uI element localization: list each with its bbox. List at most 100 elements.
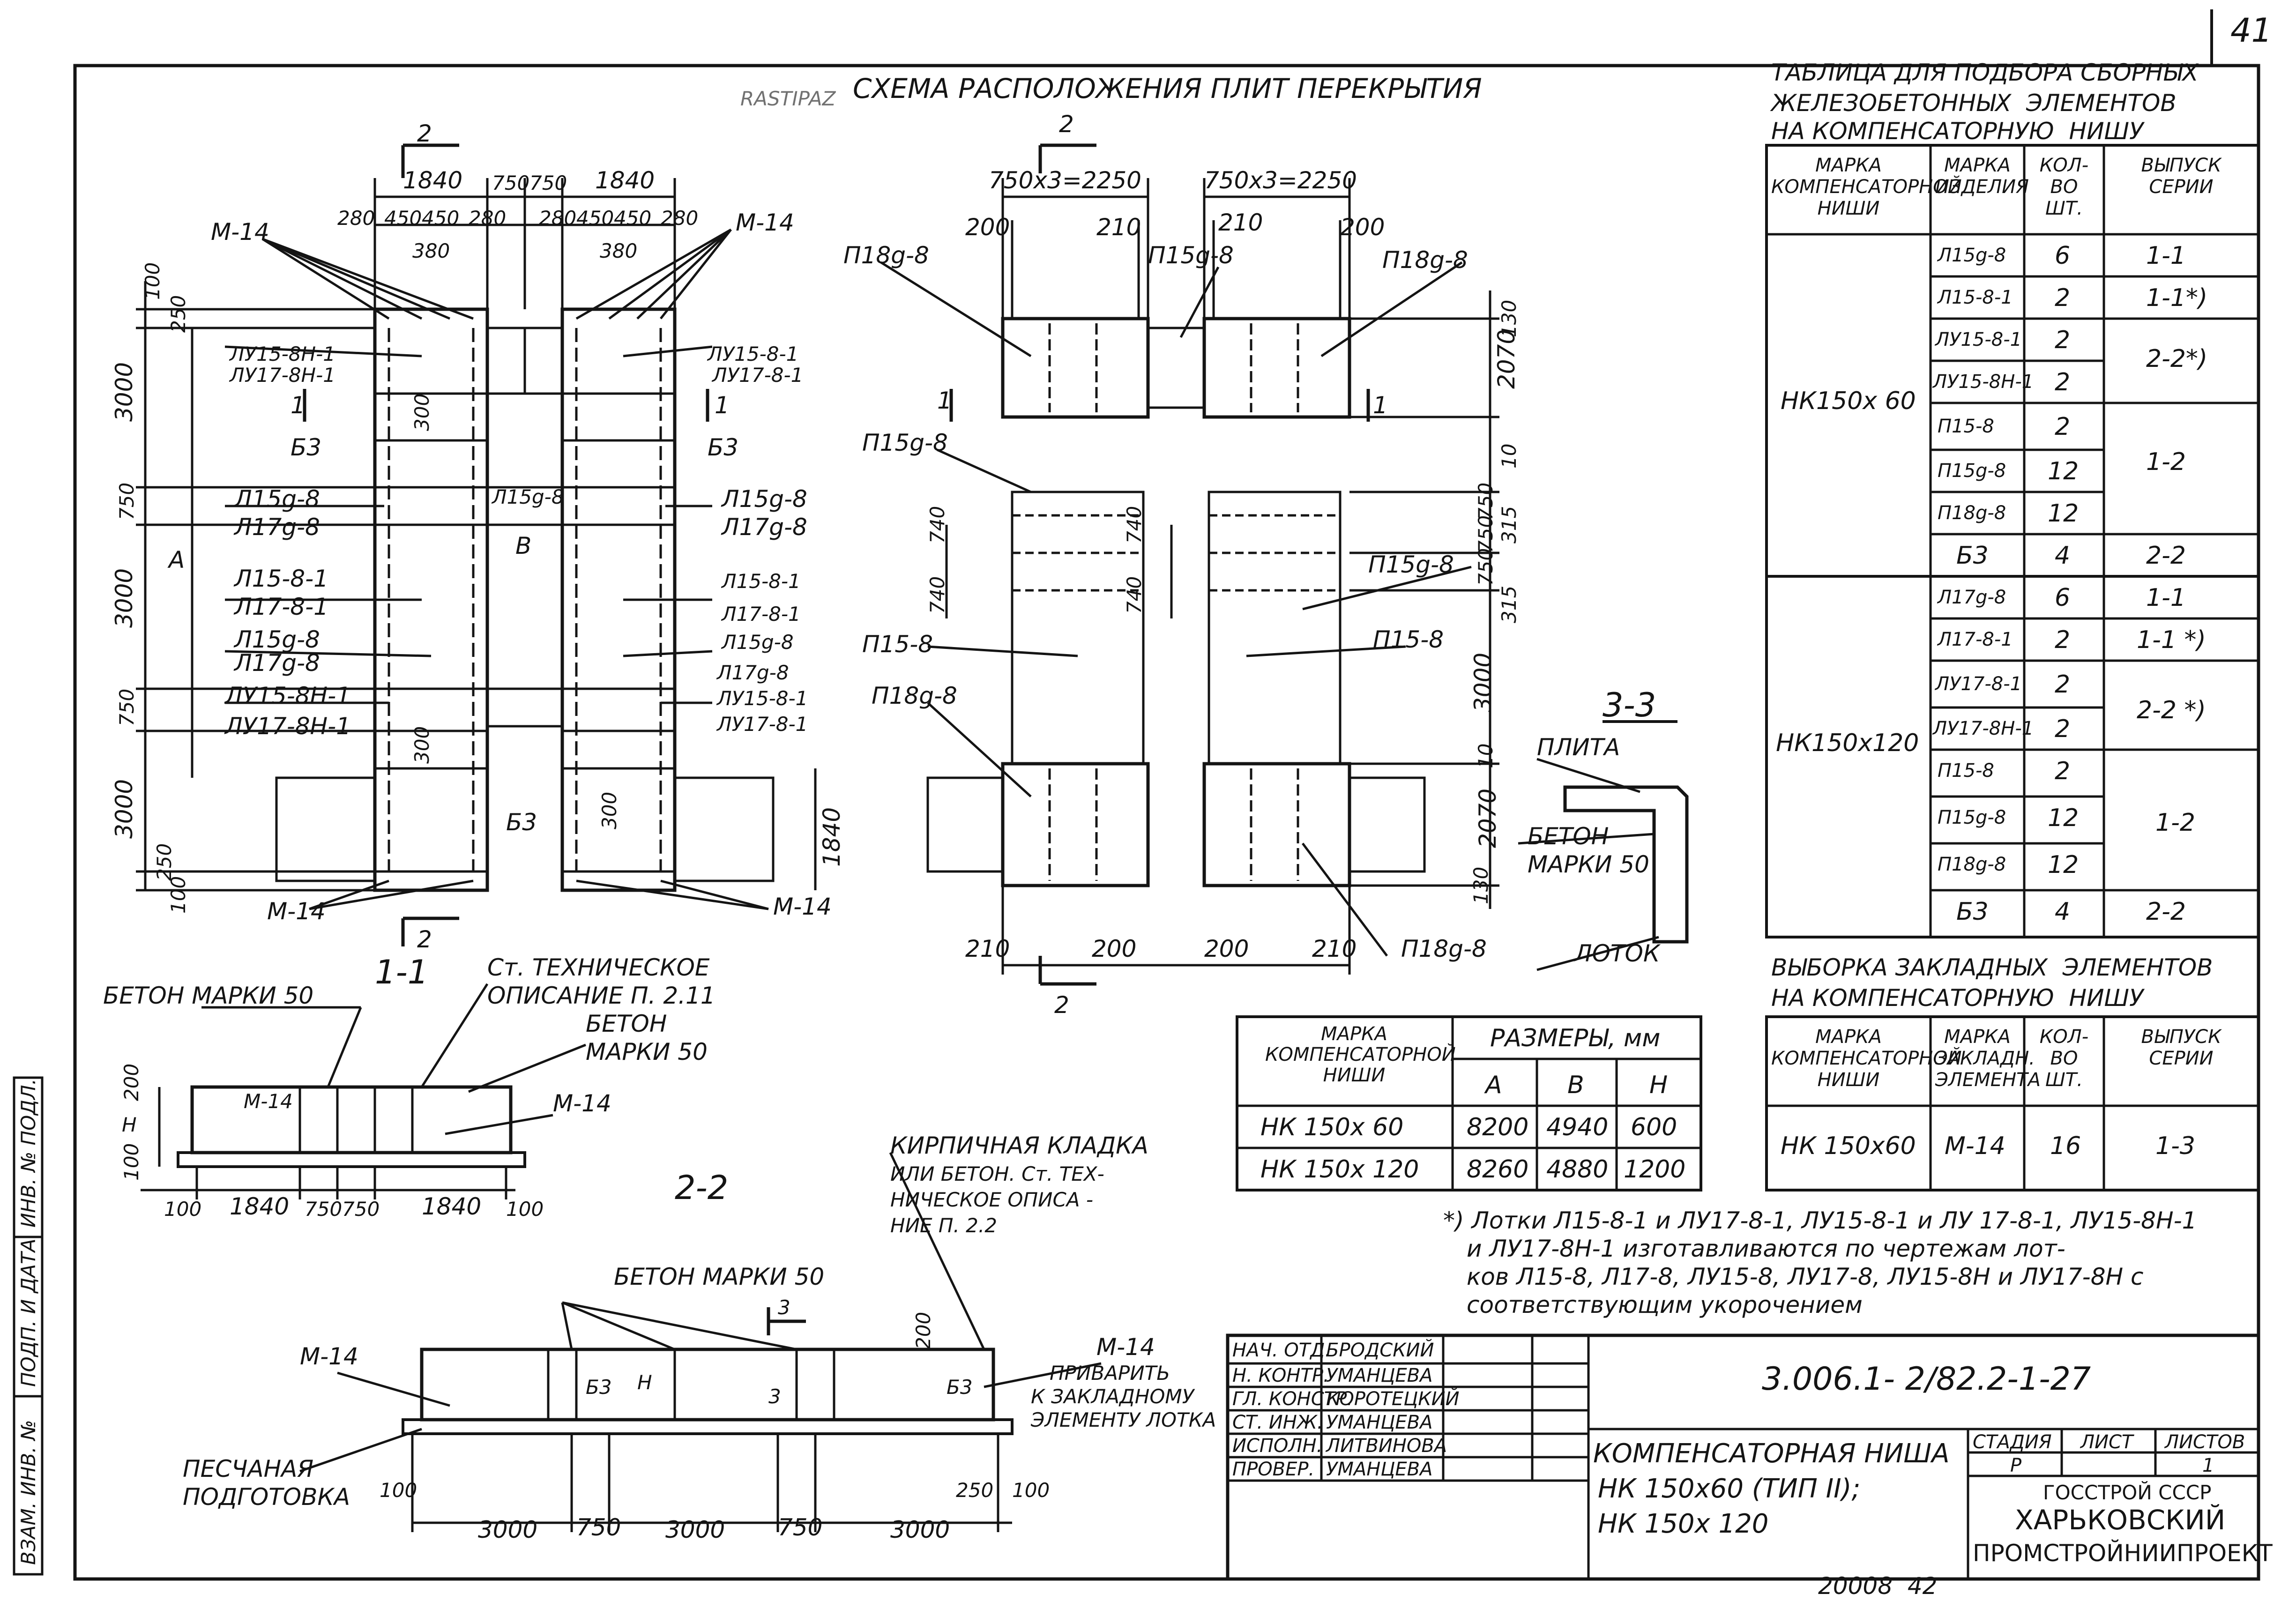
label-22-priv: ПРИВАРИТЬ (1050, 1362, 1170, 1385)
emb-head-item: МАРКА ЗАКЛАДН. ЭЛЕМЕНТА (1935, 1026, 2041, 1091)
label-r5: Л17g-8 (722, 514, 807, 541)
size-col-B: В (1567, 1071, 1584, 1099)
dim-r-750b: 750 (1474, 515, 1497, 553)
label-r6: Л15-8-1 (722, 570, 801, 593)
sel-g1-niche: НК150х 60 (1781, 387, 1916, 415)
sel-g1-r7-qty: 12 (2048, 499, 2079, 528)
title-block-lines (1226, 1333, 2260, 1581)
selection-table-lines (1765, 144, 2260, 938)
size-col-H: Н (1649, 1071, 1668, 1099)
label-r10: ЛУ15-8-1 (717, 687, 808, 710)
label-22-l2: ИЛИ БЕТОН. Ст. ТЕХ- (890, 1162, 1104, 1185)
sel-g2-r6-item: П15g-8 (1938, 807, 2006, 828)
section-22-lines (299, 1152, 1102, 1532)
label-r3: Б3 (708, 434, 739, 461)
emb-row-niche: НК 150х60 (1781, 1132, 1916, 1160)
sheet-header: ЛИСТ (2080, 1431, 2133, 1453)
label-22-kzak: К ЗАКЛАДНОМУ (1031, 1385, 1194, 1408)
sel-g2-r2-qty: 2 (2055, 626, 2071, 654)
name-1: УМАНЦЕВА (1326, 1365, 1433, 1386)
sel-g2-r7-qty: 12 (2048, 851, 2079, 879)
label-l5: Л17g-8 (234, 514, 320, 541)
dim-r-2070b: 2070 (1474, 788, 1501, 848)
sel-g1-r3-qty: 2 (2055, 326, 2071, 354)
label-p15-8-left: П15-8 (862, 631, 933, 658)
label-22-m14b: М-14 (1096, 1333, 1155, 1361)
dim-left-3000b: 3000 (111, 568, 138, 628)
dim-bot-210b: 210 (1312, 935, 1357, 962)
section-mark-1-left: 1 (291, 392, 306, 419)
sel-g1-r3-item: ЛУ15-8-1 (1935, 329, 2022, 350)
dim-22-750b: 750 (778, 1514, 823, 1541)
emb-title-2: НА КОМПЕНСАТОРНУЮ НИШУ (1771, 984, 2144, 1012)
section-mark-2-top: 2 (417, 120, 432, 147)
sel-title-3: НА КОМПЕНСАТОРНУЮ НИШУ (1771, 118, 2144, 145)
sel-g2-r8-qty: 4 (2055, 898, 2071, 926)
dim-l-740a: 740 (926, 506, 949, 544)
label-p15-8-right: П15-8 (1373, 626, 1444, 653)
label-22-l3: НИЧЕСКОЕ ОПИСА - (890, 1188, 1094, 1211)
main-title: СХЕМА РАСПОЛОЖЕНИЯ ПЛИТ ПЕРЕКРЫТИЯ (853, 73, 1482, 104)
sel-g2-r8-ser: 2-2 (2146, 898, 2186, 926)
dim-bot-200b: 200 (1204, 935, 1249, 962)
name-4: ЛИТВИНОВА (1326, 1435, 1447, 1457)
dim-11-100a: 100 (164, 1198, 202, 1221)
dim-11-1840a: 1840 (230, 1193, 290, 1220)
sel-g2-r3-item: ЛУ17-8-1 (1935, 673, 2022, 695)
label-11-beton: БЕТОН МАРКИ 50 (103, 982, 314, 1009)
dim-11-100b: 100 (506, 1198, 544, 1221)
section-mark-2-top-r: 2 (1059, 111, 1074, 138)
sel-g2-r3-ser: 2-2 *) (2137, 696, 2206, 724)
sel-g1-r8-ser: 2-2 (2146, 542, 2186, 570)
sel-head-item: МАРКА ИЗДЕЛИЯ (1935, 155, 2029, 198)
sel-g1-r2-item: Л15-8-1 (1938, 287, 2013, 308)
m14-top-left: М-14 (211, 218, 269, 246)
label-r1: ЛУ15-8-1 (708, 343, 799, 365)
dim-380b: 380 (600, 239, 638, 262)
label-lotok: ЛОТОК (1574, 940, 1660, 967)
dim-left-100b: 100 (167, 876, 190, 914)
footnote-line-2: и ЛУ17-8Н-1 изготавливаются по чертежам … (1467, 1235, 2065, 1262)
size-row1-A: 8200 (1467, 1113, 1529, 1141)
label-l2: ЛУ17-8Н-1 (230, 364, 335, 387)
label-center: Л15g-8 (492, 485, 564, 508)
dim-r-315a: 315 (1498, 506, 1521, 544)
dim-top-750a: 750 (492, 171, 530, 194)
label-22-elem: ЭЛЕМЕНТУ ЛОТКА (1031, 1408, 1216, 1431)
dim-l-740c: 740 (1123, 506, 1146, 544)
m14-bottom-left: М-14 (267, 898, 326, 925)
emb-head-niche: МАРКА КОМПЕНСАТОРНОЙ НИШИ (1771, 1026, 1962, 1091)
embedded-table-lines (1765, 1015, 2260, 1192)
label-11-beton2: БЕТОН (586, 1010, 667, 1037)
dim-sub-200a: 200 (965, 214, 1010, 241)
dim-22-3000c: 3000 (890, 1516, 950, 1543)
sel-g2-r4-qty: 2 (2055, 715, 2071, 743)
label-11-st1: Ст. ТЕХНИЧЕСКОЕ (487, 954, 710, 981)
dim-22-3000a: 3000 (478, 1516, 538, 1543)
sel-title-2: ЖЕЛЕЗОБЕТОННЫХ ЭЛЕМЕНТОВ (1771, 89, 2177, 117)
sel-g2-r2-item: Л17-8-1 (1938, 629, 2013, 650)
dim-left-100a: 100 (141, 262, 164, 300)
size-table-header-dims: РАЗМЕРЫ, мм (1490, 1024, 1661, 1052)
label-r9: Л17g-8 (717, 661, 789, 684)
name-0: БРОДСКИЙ (1326, 1340, 1434, 1361)
label-22-3a: 3 (778, 1296, 790, 1319)
dim-left-750b: 750 (115, 688, 138, 726)
size-row1-H: 600 (1631, 1113, 1677, 1141)
dim-r-315b: 315 (1498, 585, 1521, 623)
section-mark-1-left-r: 1 (937, 387, 952, 414)
dim-top-1840a: 1840 (403, 167, 463, 194)
footnote-line-1: *) Лотки Л15-8-1 и ЛУ17-8-1, ЛУ15-8-1 и … (1443, 1207, 2197, 1234)
section-mark-2-bottom: 2 (417, 926, 432, 953)
dim-22-750a: 750 (576, 1514, 621, 1541)
dim-r-2070a: 2070 (1493, 329, 1520, 389)
margin-inv-label: ИНВ. № ПОДЛ. (17, 1079, 40, 1228)
org-line-3: ПРОМСТРОЙНИИПРОЕКТ (1973, 1540, 2273, 1567)
label-11-marki: МАРКИ 50 (586, 1038, 708, 1065)
size-col-A: А (1485, 1071, 1502, 1099)
label-l3: Б3 (291, 434, 322, 461)
emb-row-qty: 16 (2050, 1132, 2081, 1160)
sel-g2-niche: НК150х120 (1776, 729, 1919, 757)
plan-right-lines (880, 143, 1499, 986)
stage-header: СТАДИЯ (1973, 1431, 2052, 1453)
